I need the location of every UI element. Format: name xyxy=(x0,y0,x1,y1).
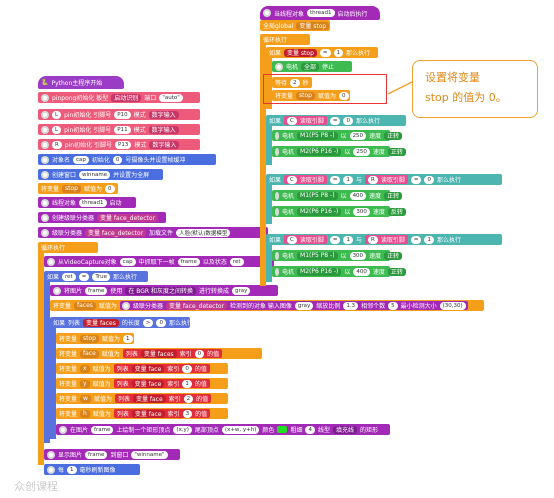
color-swatch[interactable] xyxy=(277,426,288,433)
eq-op[interactable]: = xyxy=(410,175,422,184)
gear-icon xyxy=(41,110,49,119)
eye-icon xyxy=(59,425,67,434)
right-loop-bracket xyxy=(260,44,266,286)
motor-icon xyxy=(275,191,279,200)
pin-label[interactable]: R xyxy=(368,235,378,244)
motor-icon xyxy=(275,62,283,71)
pinpong-init-block[interactable]: pinpong初始化 板型启动识别端口"auto" xyxy=(38,92,200,103)
pin-label[interactable]: C xyxy=(287,116,297,125)
create-classifier-block[interactable]: 创建级联分类器变量 face_detector xyxy=(38,212,166,223)
motor-stop-block[interactable]: 电机全部停止 xyxy=(272,61,352,72)
eye-icon xyxy=(47,465,55,474)
python-main-start-hat[interactable]: 🐍Python主程序开始 xyxy=(38,76,124,89)
highlight-box xyxy=(263,74,387,104)
pin-label[interactable]: R xyxy=(368,175,378,184)
motor-icon xyxy=(275,207,279,216)
gear-icon xyxy=(41,125,49,134)
callout-note: 设置将变量 stop 的值为 0。 xyxy=(412,60,538,118)
eye-icon xyxy=(53,286,61,295)
eye-icon xyxy=(41,213,49,222)
callout-line-1: 设置将变量 xyxy=(425,71,480,84)
callout-line-2: stop 的值为 0。 xyxy=(425,91,507,104)
if-stop-bracket xyxy=(266,57,272,109)
motor-icon xyxy=(275,251,279,260)
motor-icon xyxy=(275,131,279,140)
if-ret-bracket xyxy=(44,281,50,443)
thread-icon xyxy=(41,198,49,207)
if-line-3-bracket xyxy=(266,244,272,282)
callout-pointer xyxy=(387,81,413,95)
eye-icon xyxy=(47,450,55,459)
if-line-2-bracket xyxy=(266,184,272,224)
eye-icon xyxy=(41,228,49,237)
motor-icon xyxy=(275,147,279,156)
python-icon: 🐍 xyxy=(41,79,49,86)
right-loop-block[interactable]: 循环执行 xyxy=(260,34,310,45)
eye-icon xyxy=(121,301,130,310)
loop-bracket xyxy=(38,252,44,465)
motor-icon xyxy=(275,267,279,276)
thread-icon xyxy=(263,9,271,17)
pin-label[interactable]: C xyxy=(287,175,297,184)
if-line-1-bracket xyxy=(266,125,272,165)
watermark: 众创课程 xyxy=(14,480,58,493)
eye-icon xyxy=(41,155,49,164)
gear-icon xyxy=(41,140,49,149)
if-len-bracket xyxy=(50,327,56,439)
eq-op[interactable]: = xyxy=(410,235,422,244)
eye-icon xyxy=(41,170,49,179)
gear-icon xyxy=(41,93,49,102)
pin-label[interactable]: C xyxy=(287,235,297,244)
eye-icon xyxy=(47,257,55,266)
loop-block[interactable]: 循环执行 xyxy=(38,242,98,253)
